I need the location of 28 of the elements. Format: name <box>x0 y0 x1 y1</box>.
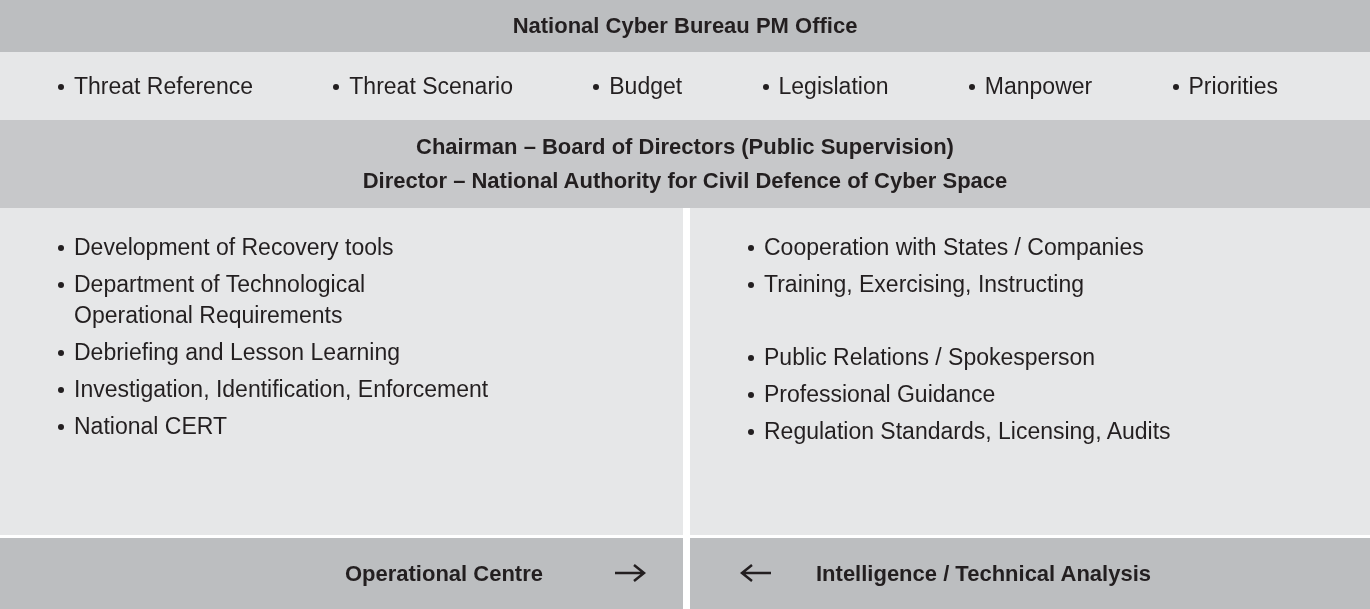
content-panel <box>690 208 1370 535</box>
heading: National Cyber Bureau PM Office <box>512 12 858 40</box>
title-band <box>0 538 683 609</box>
list-item: Legislation <box>762 70 889 102</box>
list-item: Investigation, Identification, Enforcement <box>58 374 643 405</box>
list-item: Department of Technological Operational Requirements <box>58 269 474 331</box>
list-item: Professional Guidance <box>748 379 1330 410</box>
list-item: Threat Reference <box>58 70 253 102</box>
list-item: Regulation Standards, Licensing, Audits <box>748 416 1330 447</box>
list-item: Development of Recovery tools <box>58 232 643 263</box>
heading: Operational Centre <box>344 559 543 588</box>
heading: Chairman – Board of Directors (Public Supervision) <box>416 133 954 161</box>
list-item: Threat Scenario <box>333 70 513 102</box>
list-item: Manpower <box>968 70 1093 102</box>
list-item: Priorities <box>1172 70 1278 102</box>
list-item: Debriefing and Lesson Learning <box>58 337 643 368</box>
title-band <box>0 120 1370 208</box>
content-panel <box>0 208 683 535</box>
list-item: Cooperation with States / Companies <box>748 232 1330 263</box>
list-item: Public Relations / Spokesperson <box>748 342 1330 373</box>
heading: Intelligence / Technical Analysis <box>816 559 1151 588</box>
title-band <box>690 538 1370 609</box>
heading: Director – National Authority for Civil Defence of Cyber Space <box>362 167 1008 195</box>
list-item: National CERT <box>58 411 643 442</box>
list-item: Budget <box>593 70 683 102</box>
title-band <box>0 0 1370 52</box>
topic-band <box>0 52 1370 120</box>
list-item: Training, Exercising, Instructing <box>748 269 1330 300</box>
